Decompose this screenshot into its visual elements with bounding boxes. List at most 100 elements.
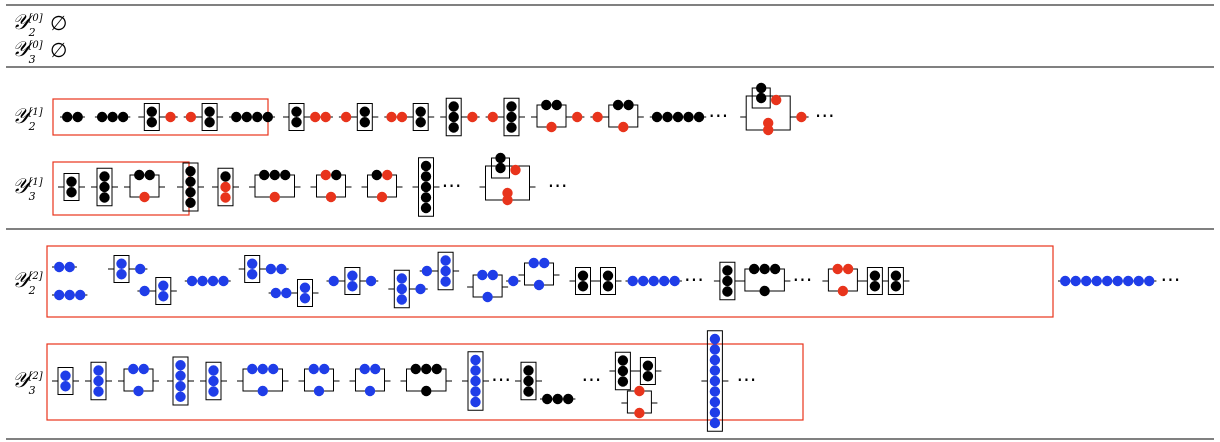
vertex	[467, 111, 478, 123]
vertex	[832, 263, 843, 275]
vertex	[796, 111, 807, 123]
vertex	[415, 283, 426, 295]
vertex	[523, 375, 534, 387]
vertex	[208, 386, 219, 397]
vertex	[185, 111, 197, 123]
vertex	[265, 263, 277, 275]
vertex	[331, 169, 342, 181]
vertex	[186, 275, 198, 287]
vertex	[420, 192, 432, 203]
vertex	[420, 202, 432, 214]
vertex	[66, 176, 77, 187]
vertex	[420, 181, 432, 193]
vertex	[420, 171, 432, 182]
text: ⋯	[708, 103, 728, 127]
vertex	[722, 265, 733, 276]
vertex	[382, 169, 393, 181]
vertex	[144, 169, 155, 181]
vertex	[93, 365, 104, 376]
vertex	[158, 280, 169, 291]
text: ⋯	[491, 367, 511, 391]
vertex	[299, 293, 311, 304]
vertex	[99, 181, 110, 193]
vertex	[197, 275, 208, 287]
vertex	[208, 375, 219, 387]
vertex	[1081, 275, 1092, 287]
vertex	[634, 385, 645, 397]
vertex	[376, 191, 388, 203]
vertex	[693, 111, 705, 123]
vertex	[247, 258, 258, 269]
vertex	[269, 191, 280, 203]
vertex	[440, 265, 451, 277]
vertex	[533, 279, 545, 291]
row-y3-1: 𝒴[1]3 ⋯ ⋯	[12, 152, 568, 217]
vertex	[347, 281, 358, 292]
vertex	[448, 111, 459, 123]
vertex	[470, 354, 481, 366]
vertex	[220, 192, 231, 203]
vertex	[431, 363, 442, 375]
vertex	[759, 285, 770, 297]
row-y3-2: 𝒴[2]3⋯⋯⋯	[12, 330, 804, 432]
vertex	[138, 363, 149, 375]
text: ⋯	[442, 173, 462, 197]
vertex	[763, 124, 774, 136]
vertex	[448, 101, 459, 112]
vertex	[99, 171, 110, 182]
loop	[827, 268, 858, 292]
vertex	[542, 393, 553, 405]
vertex	[477, 269, 488, 281]
vertex	[340, 111, 352, 123]
vertex	[72, 111, 83, 123]
vertex	[508, 275, 519, 287]
text: ⋯	[548, 173, 568, 197]
vertex	[252, 111, 263, 123]
vertex	[440, 255, 451, 266]
vertex	[64, 289, 75, 301]
row-label: 𝒴[2]2	[12, 268, 43, 297]
vertex	[308, 363, 319, 375]
vertex	[709, 396, 721, 408]
vertex	[1123, 275, 1134, 287]
vertex	[420, 160, 432, 172]
vertex	[107, 111, 118, 123]
loop	[123, 368, 154, 392]
vertex	[487, 269, 499, 281]
vertex	[185, 197, 196, 208]
vertex	[93, 386, 104, 397]
vertex	[247, 269, 258, 280]
vertex	[204, 106, 215, 117]
text: ⋯	[815, 103, 835, 127]
vertex	[99, 192, 110, 203]
vertex	[1144, 275, 1155, 287]
text: ⋯	[1160, 267, 1180, 291]
vertex	[364, 385, 376, 397]
loop	[406, 368, 447, 392]
vertex	[642, 371, 654, 382]
vertex	[415, 117, 426, 128]
loop	[608, 104, 639, 128]
vertex	[259, 169, 270, 181]
loop	[524, 262, 554, 286]
loop	[242, 368, 283, 392]
vertex	[709, 386, 721, 397]
vertex	[60, 370, 71, 381]
vertex	[421, 363, 432, 375]
vertex	[158, 291, 169, 302]
vertex	[470, 365, 481, 376]
row-label: 𝒴[1]3	[12, 174, 43, 203]
vertex	[837, 285, 849, 297]
vertex	[1102, 275, 1113, 287]
vertex	[241, 111, 252, 123]
vertex	[709, 417, 721, 429]
vertex	[299, 282, 311, 293]
vertex	[482, 291, 493, 303]
vertex	[54, 261, 65, 273]
vertex	[546, 121, 557, 133]
vertex	[617, 365, 629, 377]
vertex	[54, 289, 65, 301]
vertex	[890, 270, 902, 281]
vertex	[66, 187, 77, 198]
vertex	[135, 263, 146, 275]
